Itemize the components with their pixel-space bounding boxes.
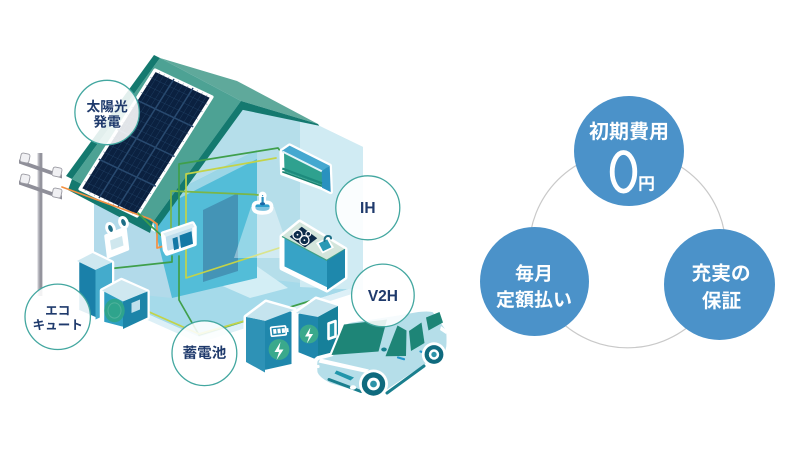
svg-text:IH: IH [360, 200, 376, 217]
svg-text:V2H: V2H [368, 288, 398, 305]
